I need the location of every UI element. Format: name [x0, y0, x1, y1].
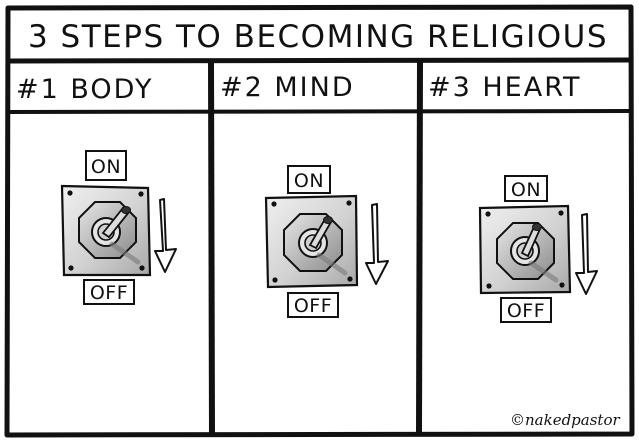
off-label-box — [83, 279, 135, 305]
on-label-box — [85, 150, 127, 181]
artist-signature: ©nakedpastor — [510, 411, 620, 429]
off-label-box — [287, 292, 339, 318]
on-label: ON — [294, 170, 324, 192]
down-arrow-icon — [365, 203, 389, 285]
off-label: OFF — [90, 282, 128, 304]
outer-border — [4, 4, 635, 438]
panel-heading-body: #1 BODY — [16, 74, 154, 105]
down-arrow-icon — [154, 198, 177, 273]
off-label: OFF — [294, 295, 332, 317]
switch-panel-3: ON OFF — [478, 175, 598, 323]
panel-heading-heart: #3 HEART — [428, 72, 582, 103]
switch-panel-1: ON OFF — [60, 150, 177, 305]
toggle-switch-icon — [264, 194, 359, 289]
toggle-switch-icon — [478, 204, 572, 295]
heading-divider — [6, 109, 633, 114]
down-arrow-icon — [575, 213, 598, 295]
on-label: ON — [511, 179, 541, 201]
off-label: OFF — [507, 300, 545, 322]
panel-heading-mind: #2 MIND — [220, 72, 355, 103]
toggle-switch-icon — [60, 184, 152, 277]
off-label-box — [500, 297, 552, 323]
on-label-box — [504, 175, 548, 202]
on-label: ON — [91, 156, 121, 178]
comic-title: 3 STEPS TO BECOMING RELIGIOUS — [28, 19, 608, 55]
title-divider — [6, 57, 633, 64]
on-label-box — [287, 165, 331, 194]
panel-divider-1 — [208, 60, 215, 436]
panel-divider-2 — [416, 60, 423, 436]
switch-panel-2: ON OFF — [264, 165, 389, 318]
